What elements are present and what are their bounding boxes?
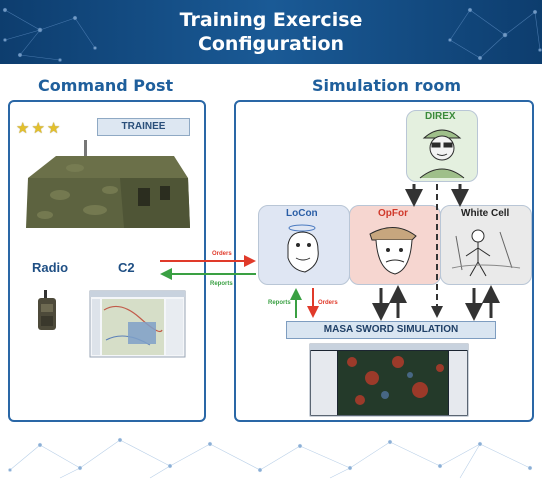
locon-orders-label: Orders [318, 300, 338, 306]
direx-label: DIREX [425, 111, 456, 122]
locon-reports-label: Reports [268, 300, 291, 306]
simulation-room-title: Simulation room [312, 76, 461, 95]
rating-stars: ★★★ [16, 120, 63, 137]
locon-label: LoCon [286, 208, 318, 219]
command-post-title: Command Post [38, 76, 174, 95]
network-decoration [2, 7, 542, 62]
whitecell-label: White Cell [461, 208, 510, 219]
header-banner: Training Exercise Configuration [0, 0, 542, 64]
c2-label: C2 [118, 260, 135, 275]
opfor-label: OpFor [378, 208, 408, 219]
bottom-network-decoration [8, 437, 533, 479]
title-line-1: Training Exercise [179, 9, 363, 31]
trainee-label: TRAINEE [97, 118, 190, 136]
title-line-2: Configuration [197, 33, 345, 55]
radio-label: Radio [32, 260, 69, 275]
locon-to-c2-label: Reports [210, 281, 233, 287]
c2-to-locon-label: Orders [212, 251, 232, 257]
masa-sword-simulation-box: MASA SWORD SIMULATION [286, 321, 496, 339]
page-title: Training Exercise Configuration [0, 8, 542, 56]
